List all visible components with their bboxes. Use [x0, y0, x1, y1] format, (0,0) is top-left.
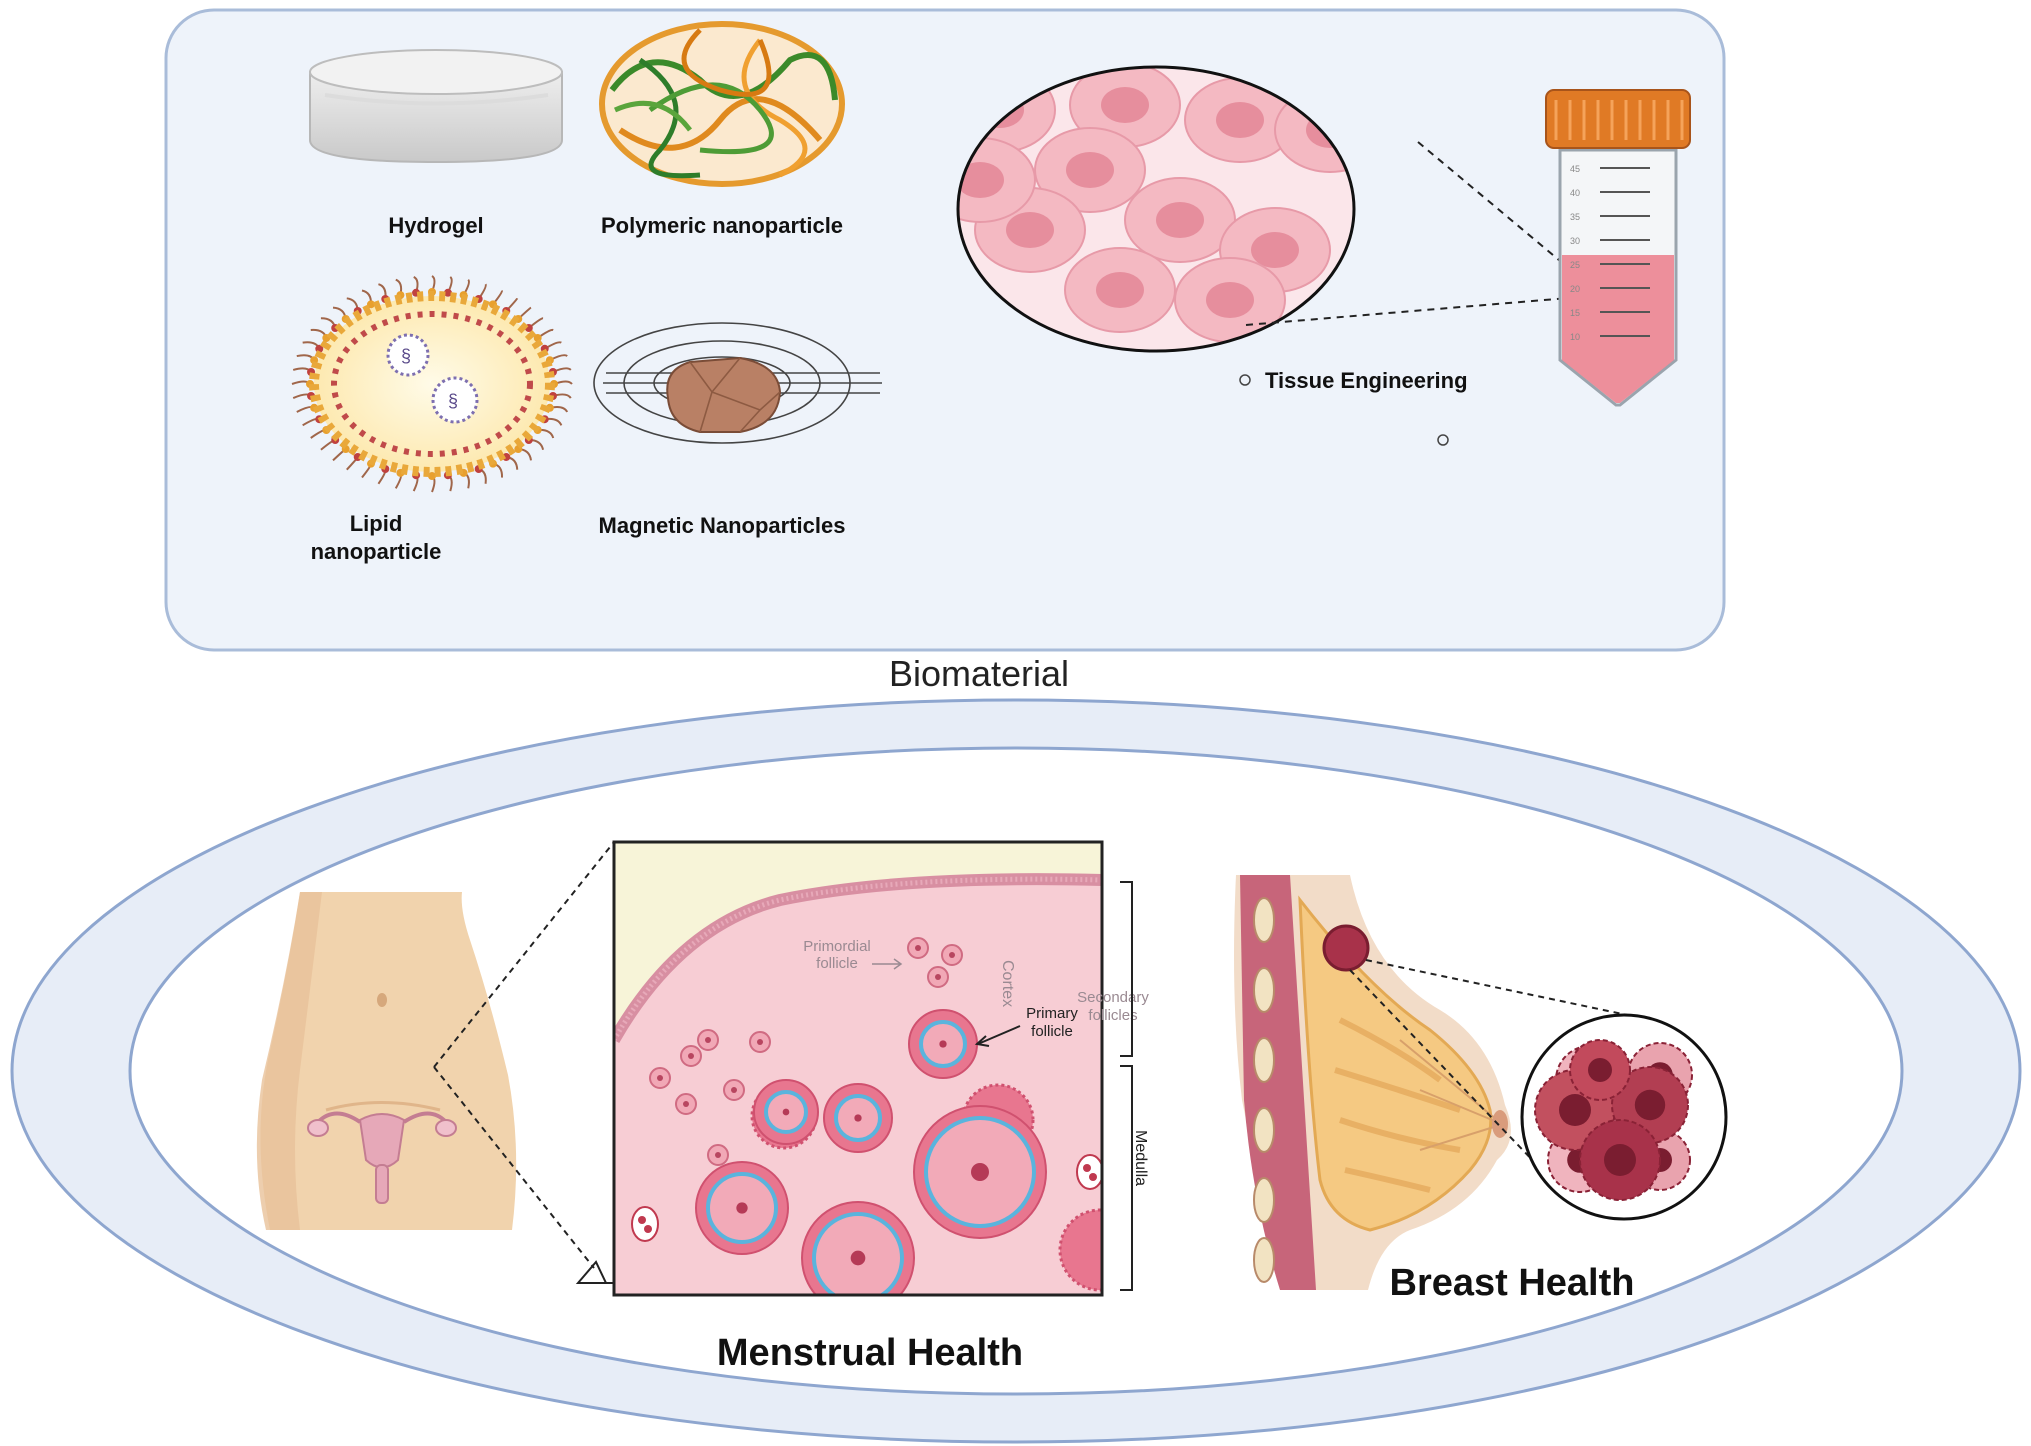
female-torso-illustration [256, 892, 517, 1230]
cell-nucleus [1206, 282, 1254, 318]
cortex-label: Cortex [999, 960, 1016, 1007]
polymeric-nanoparticle-icon [599, 21, 845, 187]
blood-vessel [1076, 1154, 1102, 1190]
tumor-magnifier [1520, 1013, 1728, 1221]
tissue-bullet-icon [1239, 374, 1251, 386]
tumor-nucleus [1604, 1144, 1636, 1176]
blood-cell [644, 1225, 652, 1233]
svg-text:§: § [448, 391, 458, 411]
oocyte-nucleus [971, 1163, 989, 1181]
decorative-dot-icon [1437, 434, 1449, 446]
follicle-nucleus [915, 945, 921, 951]
primordial-label-line1: Primordial [803, 938, 871, 955]
rib-cross-section [1253, 1107, 1275, 1153]
secondary-label-line2: follicles [1088, 1007, 1137, 1024]
follicle-nucleus [688, 1053, 694, 1059]
lipid-nanoparticle-icon: § § [291, 275, 573, 493]
magnetic-nanoparticle-icon [593, 322, 882, 444]
oocyte-nucleus [854, 1114, 862, 1122]
secondary-label-line1: Secondary [1077, 989, 1149, 1006]
primary-arrow-icon [974, 1025, 1021, 1047]
ovary-labels: Primordial follicle Cortex Secondary fol… [803, 881, 1149, 1291]
biomaterial-caption: Biomaterial [889, 653, 1069, 694]
primary-label-line2: follicle [1031, 1023, 1073, 1040]
tumor-connector-lines [1349, 959, 1633, 1169]
oocyte-nucleus [782, 1108, 790, 1116]
granulosa-cluster [1058, 1208, 1102, 1292]
blood-cell [1089, 1173, 1097, 1181]
svg-text:§: § [401, 346, 411, 366]
tumor-nucleus [1588, 1058, 1612, 1082]
menstrual-health-title: Menstrual Health [717, 1332, 1023, 1374]
medulla-label: Medulla [1132, 1130, 1149, 1186]
cortex-bracket [1120, 881, 1133, 1057]
polymeric-nanoparticle-label: Polymeric nanoparticle [601, 213, 843, 238]
hydrogel-icon [309, 49, 563, 164]
primordial-arrow-icon [872, 958, 903, 970]
tube-scale-label: 40 [1570, 188, 1580, 198]
culture-tube-icon: 45 40 35 30 25 20 15 10 [1545, 89, 1691, 407]
follicle-nucleus [683, 1101, 689, 1107]
tissue-engineering-label: Tissue Engineering [1265, 368, 1468, 393]
blood-cell [1083, 1164, 1091, 1172]
follicle-nucleus [935, 974, 941, 980]
follicle-nucleus [757, 1039, 763, 1045]
tube-scale-label: 15 [1570, 308, 1580, 318]
cell-nucleus [1101, 87, 1149, 123]
blood-cell [638, 1216, 646, 1224]
follicle-nucleus [731, 1087, 737, 1093]
tube-scale-label: 25 [1570, 260, 1580, 270]
lipid-head [443, 288, 452, 297]
tube-scale-label: 30 [1570, 236, 1580, 246]
breast-illustration [1234, 875, 1511, 1290]
rib-cross-section [1253, 1037, 1275, 1083]
tumor-small-icon [1322, 924, 1370, 972]
lipid-nanoparticle-label-line1: Lipid [350, 511, 403, 536]
cell-nucleus [1251, 232, 1299, 268]
lipid-head [428, 472, 436, 480]
ovary-detail-box [612, 840, 1104, 1297]
rib-cross-section [1253, 897, 1275, 943]
tumor-nucleus [1634, 1089, 1666, 1121]
tube-scale-label: 20 [1570, 284, 1580, 294]
lipid-nanoparticle-label-line2: nanoparticle [311, 539, 442, 564]
oocyte-nucleus [850, 1250, 866, 1266]
tumor-nucleus [1559, 1094, 1591, 1126]
tissue-cells-magnifier [956, 65, 1356, 353]
follicle-nucleus [705, 1037, 711, 1043]
follicle-nucleus [949, 952, 955, 958]
cell-nucleus [1216, 102, 1264, 138]
oocyte-nucleus [939, 1040, 947, 1048]
medulla-bracket [1120, 1065, 1133, 1291]
cell-nucleus [1006, 212, 1054, 248]
cell-nucleus [1156, 202, 1204, 238]
breast-health-title: Breast Health [1390, 1262, 1635, 1304]
primordial-label-line2: follicle [816, 955, 858, 972]
rib-cross-section [1253, 967, 1275, 1013]
tube-scale-label: 35 [1570, 212, 1580, 222]
follicle-nucleus [715, 1152, 721, 1158]
cell-nucleus [958, 162, 1004, 198]
cell-nucleus [1066, 152, 1114, 188]
tube-scale-label: 45 [1570, 164, 1580, 174]
rib-cross-section [1253, 1237, 1275, 1283]
magnetic-nanoparticles-label: Magnetic Nanoparticles [599, 513, 846, 538]
uterus-icon [307, 1111, 457, 1204]
cell-nucleus [1096, 272, 1144, 308]
oocyte-nucleus [736, 1202, 748, 1214]
hydrogel-label: Hydrogel [388, 213, 483, 238]
rib-cross-section [1253, 1177, 1275, 1223]
follicle-nucleus [657, 1075, 663, 1081]
lipid-head [367, 300, 375, 309]
primary-label-line1: Primary [1026, 1005, 1078, 1022]
blood-vessel [631, 1206, 659, 1242]
tube-scale-label: 10 [1570, 332, 1580, 342]
